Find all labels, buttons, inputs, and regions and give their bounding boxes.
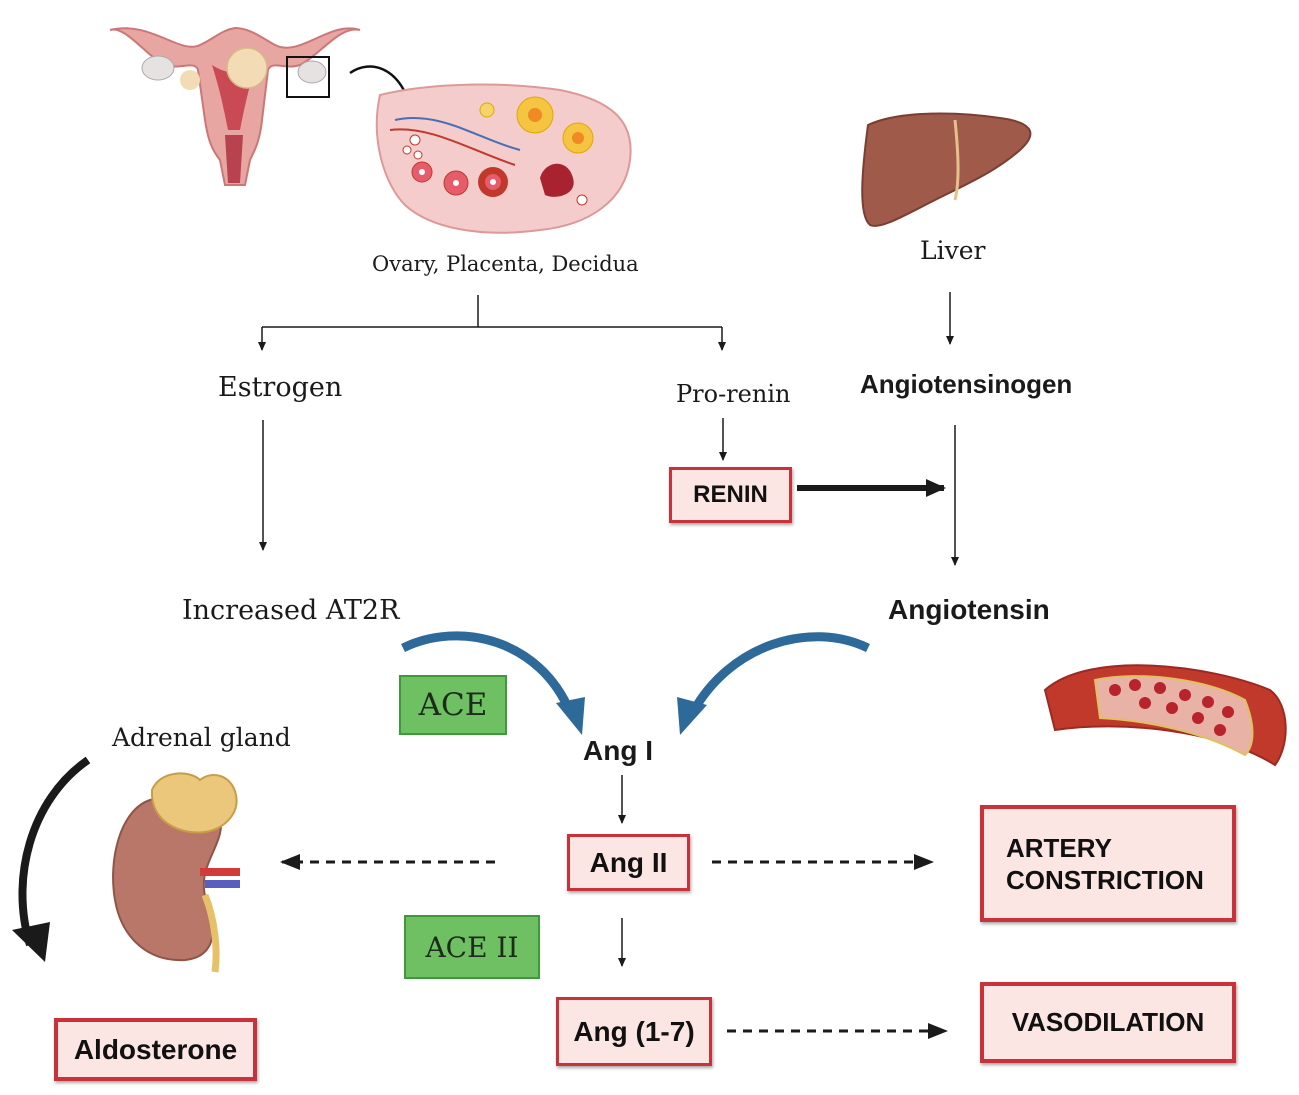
blood-vessel-icon: [1043, 664, 1287, 767]
label-angiotensin: Angiotensin: [888, 594, 1050, 625]
ang-ii-box: Ang II: [567, 834, 690, 891]
uterus-icon: [109, 26, 361, 186]
ace-ii-box: ACE II: [404, 915, 540, 979]
blue-arrow-left: [401, 631, 585, 735]
label-ovary-placenta-decidua: Ovary, Placenta, Decidua: [372, 252, 639, 276]
label-estrogen: Estrogen: [218, 372, 343, 403]
label-increased-at2r: Increased AT2R: [182, 595, 400, 626]
label-angiotensinogen: Angiotensinogen: [860, 369, 1073, 399]
ace-box: ACE: [399, 675, 507, 735]
label-adrenal-gland: Adrenal gland: [112, 723, 291, 752]
blue-arrow-right: [677, 632, 870, 735]
label-ang-i: Ang I: [583, 735, 653, 766]
label-liver: Liver: [920, 236, 986, 265]
aldosterone-box: Aldosterone: [54, 1018, 257, 1081]
black-arrow-adrenal: [12, 756, 91, 962]
vasodilation-box: VASODILATION: [980, 982, 1236, 1063]
label-pro-renin: Pro-renin: [676, 380, 791, 408]
kidney-adrenal-icon: [112, 772, 240, 973]
ang-1-7-box: Ang (1-7): [556, 997, 712, 1066]
renin-box: RENIN: [669, 467, 792, 523]
ovary-icon: [375, 83, 632, 234]
liver-icon: [861, 112, 1032, 227]
artery-constriction-box: ARTERY CONSTRICTION: [980, 805, 1236, 922]
branch-connector: [258, 295, 726, 351]
